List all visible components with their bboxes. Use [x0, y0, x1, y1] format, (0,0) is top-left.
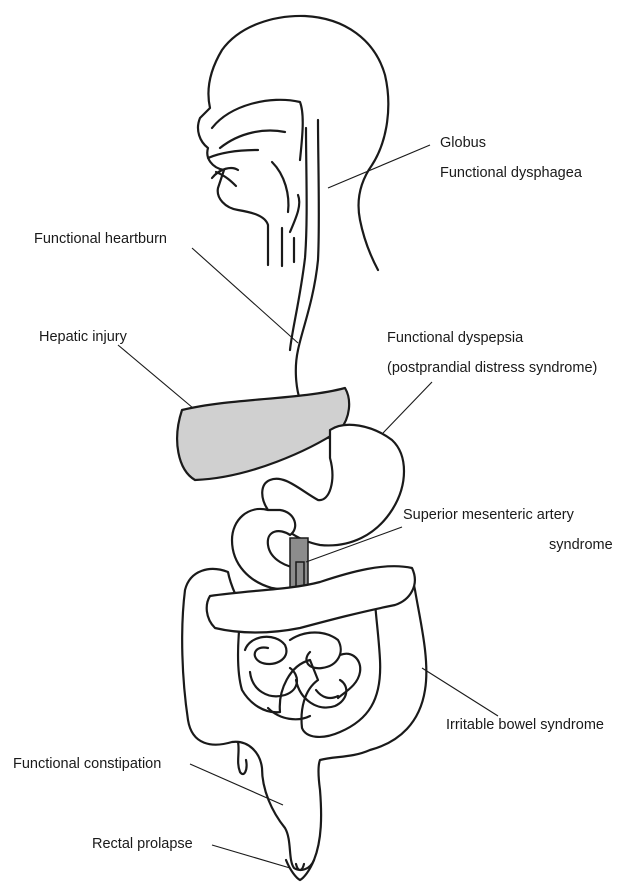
label-globus: Globus: [440, 134, 486, 152]
esophagus: [296, 120, 328, 438]
appendix: [238, 742, 247, 774]
leader-ibs: [422, 668, 498, 716]
label-postprandial: (postprandial distress syndrome): [387, 359, 597, 377]
leader-rectal: [212, 845, 290, 868]
label-rectal-prolapse: Rectal prolapse: [92, 835, 193, 853]
label-functional-dyspepsia: Functional dyspepsia: [387, 329, 523, 347]
leader-dyspepsia: [383, 382, 432, 433]
liver: [177, 388, 349, 480]
label-functional-constipation: Functional constipation: [13, 755, 161, 773]
leader-hepatic: [118, 345, 193, 408]
label-functional-heartburn: Functional heartburn: [34, 230, 167, 248]
label-sma-line2: syndrome: [549, 536, 613, 554]
head-outline: [198, 16, 388, 270]
label-sma-line1: Superior mesenteric artery: [403, 506, 574, 524]
label-ibs: Irritable bowel syndrome: [446, 716, 604, 734]
label-functional-dysphagea: Functional dysphagea: [440, 164, 582, 182]
label-hepatic-injury: Hepatic injury: [39, 328, 127, 346]
